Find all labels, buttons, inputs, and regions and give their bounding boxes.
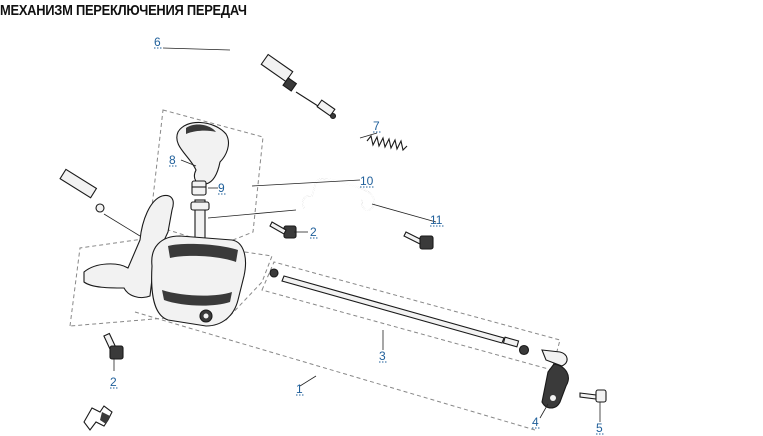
callout-10: 10	[360, 174, 374, 188]
group-frame-rod	[261, 261, 561, 371]
rod-nut-right	[518, 344, 530, 356]
cable-adjuster-nut	[282, 77, 298, 92]
callout-4: 4	[532, 415, 540, 429]
svg-text:6: 6	[154, 35, 161, 49]
arrow-pointer-icon	[83, 405, 113, 431]
bolt-part-2-lower	[103, 332, 124, 360]
lever-bracket	[83, 194, 174, 299]
bolt-part-11	[403, 231, 434, 250]
callout-5: 5	[596, 421, 604, 435]
callout-7: 7	[373, 119, 381, 133]
leader-lines	[103, 47, 601, 422]
nut-part-9	[191, 180, 207, 196]
cable-part-6	[35, 46, 337, 213]
svg-text:4: 4	[532, 415, 539, 429]
shift-knob-part-8	[176, 121, 229, 185]
svg-text:9: 9	[218, 181, 225, 195]
callout-1: 1	[296, 382, 304, 396]
svg-text:1: 1	[296, 382, 303, 396]
callout-6: 6	[154, 35, 162, 49]
svg-text:7: 7	[373, 119, 380, 133]
group-frame-lever	[149, 109, 264, 247]
svg-text:3: 3	[379, 349, 386, 363]
wire-bracket-part-10	[302, 177, 376, 211]
cable-end-fitting	[95, 203, 105, 213]
spring-part-7	[366, 134, 408, 152]
callout-11: 11	[430, 213, 444, 227]
bolt-part-2-upper	[269, 221, 297, 239]
svg-text:8: 8	[169, 153, 176, 167]
cable-adjuster	[260, 53, 294, 83]
svg-text:5: 5	[596, 421, 603, 435]
svg-text:11: 11	[430, 213, 443, 227]
page-title: МЕХАНИЗМ ПЕРЕКЛЮЧЕНИЯ ПЕРЕДАЧ	[0, 2, 247, 19]
cable-end-sleeve	[59, 168, 98, 199]
svg-text:2: 2	[310, 225, 317, 239]
callout-2-lower: 2	[110, 375, 118, 389]
rod-nut-left	[269, 268, 279, 278]
shift-arm-part-4	[541, 349, 569, 409]
svg-text:2: 2	[110, 375, 117, 389]
callout-3: 3	[379, 349, 387, 363]
callout-2-upper: 2	[310, 225, 318, 239]
bolt-part-5	[579, 389, 607, 403]
cable-inner-end	[316, 99, 336, 117]
callout-9: 9	[218, 181, 226, 195]
svg-text:10: 10	[360, 174, 374, 188]
shift-rod-part-3	[269, 268, 530, 356]
callout-8: 8	[169, 153, 177, 167]
shift-lever-assembly-part-1	[83, 194, 247, 327]
